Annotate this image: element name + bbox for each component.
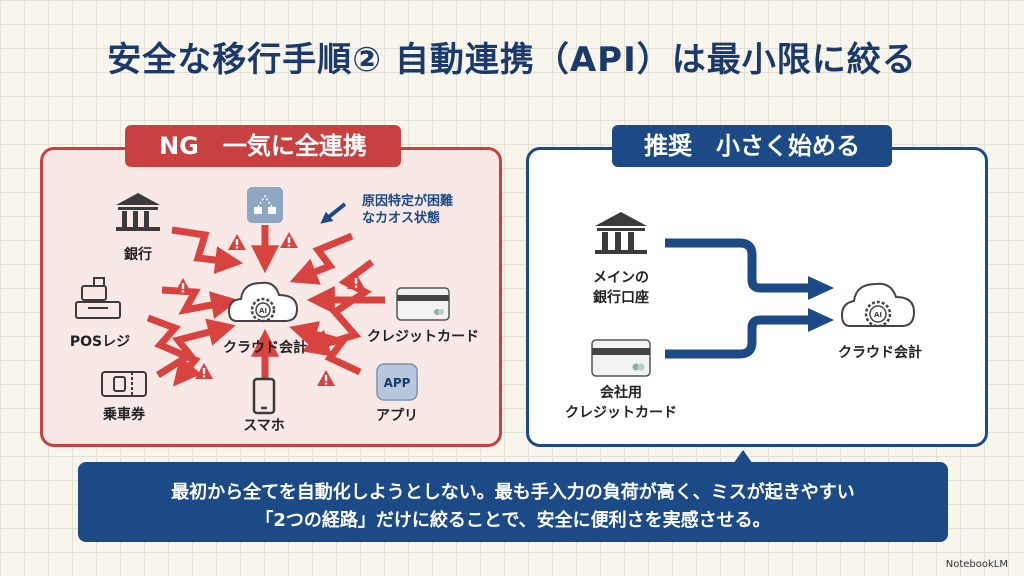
recommended-tag: 推奨 小さく始める	[612, 125, 892, 167]
cloud-accounting-icon: AI	[840, 282, 916, 328]
app-label: アプリ	[376, 408, 418, 424]
arrowhead	[808, 276, 834, 300]
phone-label: スマホ	[243, 418, 285, 434]
warning-icon	[228, 234, 246, 250]
company-card-label-line: 会社用	[600, 385, 642, 401]
chaos-arrows	[146, 225, 385, 387]
warning-icon	[280, 232, 298, 248]
app-icon-text: APP	[384, 376, 411, 390]
warning-icons	[174, 232, 365, 386]
chaos-arrow	[146, 314, 202, 387]
pos-register-icon	[75, 277, 121, 319]
credit-card-icon	[396, 287, 450, 321]
credit-card-icon	[591, 339, 651, 377]
main-bank-label-line: 銀行口座	[593, 290, 649, 306]
chaos-note-line: なカオス状態	[362, 211, 441, 226]
chaos-arrow	[289, 232, 354, 285]
recommended-panel	[526, 147, 988, 447]
app-icon: APP	[376, 363, 418, 401]
page-title: 安全な移行手順② 自動連携（API）は最小限に絞る	[107, 40, 917, 80]
summary-bubble: 最初から全てを自動化しようとしない。最も手入力の負荷が高く、ミスが起きやすい 「…	[78, 462, 948, 542]
cloud-accounting-icon: AI	[227, 281, 299, 323]
bank-icon	[595, 212, 647, 254]
company-card-label-line: クレジットカード	[565, 405, 677, 421]
ng-center-label: クラウド会計	[223, 340, 307, 356]
svg-text:AI: AI	[259, 307, 267, 315]
warning-icon	[317, 370, 335, 386]
card-label: クレジットカード	[367, 329, 479, 345]
ng-tag: NG 一気に全連携	[125, 125, 401, 167]
chaos-note-line: 原因特定が困難	[362, 194, 454, 209]
chaos-arrow	[301, 259, 375, 357]
ticket-icon	[101, 371, 147, 397]
cloud-network-icon	[247, 187, 283, 223]
warning-icon	[174, 278, 192, 294]
bubble-pointer	[733, 450, 753, 464]
note-pointer-arrow	[320, 202, 347, 224]
main-bank-label: メインの 銀行口座	[571, 268, 671, 308]
brand-watermark: NotebookLM	[945, 559, 1008, 570]
company-card-label: 会社用 クレジットカード	[556, 383, 686, 423]
chaos-note: 原因特定が困難 なカオス状態	[362, 193, 453, 227]
warning-icon	[347, 273, 365, 289]
smartphone-icon	[252, 377, 276, 415]
arrowhead	[808, 308, 834, 332]
flow-arrows	[665, 238, 812, 359]
flow-arrow-bank	[665, 238, 812, 293]
main-bank-label-line: メインの	[593, 270, 649, 286]
summary-line-2: 「2つの経路」だけに絞ることで、安全に便利さを実感させる。	[255, 510, 771, 531]
bank-icon	[116, 193, 160, 231]
summary-line-1: 最初から全てを自動化しようとしない。最も手入力の負荷が高く、ミスが起きやすい	[171, 482, 855, 503]
ticket-label: 乗車券	[103, 407, 145, 423]
chaos-arrow	[161, 286, 240, 319]
chaos-arrow	[171, 226, 244, 274]
svg-text:AI: AI	[874, 311, 882, 319]
flow-arrow-card	[665, 315, 812, 359]
warning-icon	[195, 363, 213, 379]
pos-label: POSレジ	[69, 334, 131, 350]
bank-label: 銀行	[124, 247, 152, 263]
rec-center-label: クラウド会計	[838, 345, 922, 361]
